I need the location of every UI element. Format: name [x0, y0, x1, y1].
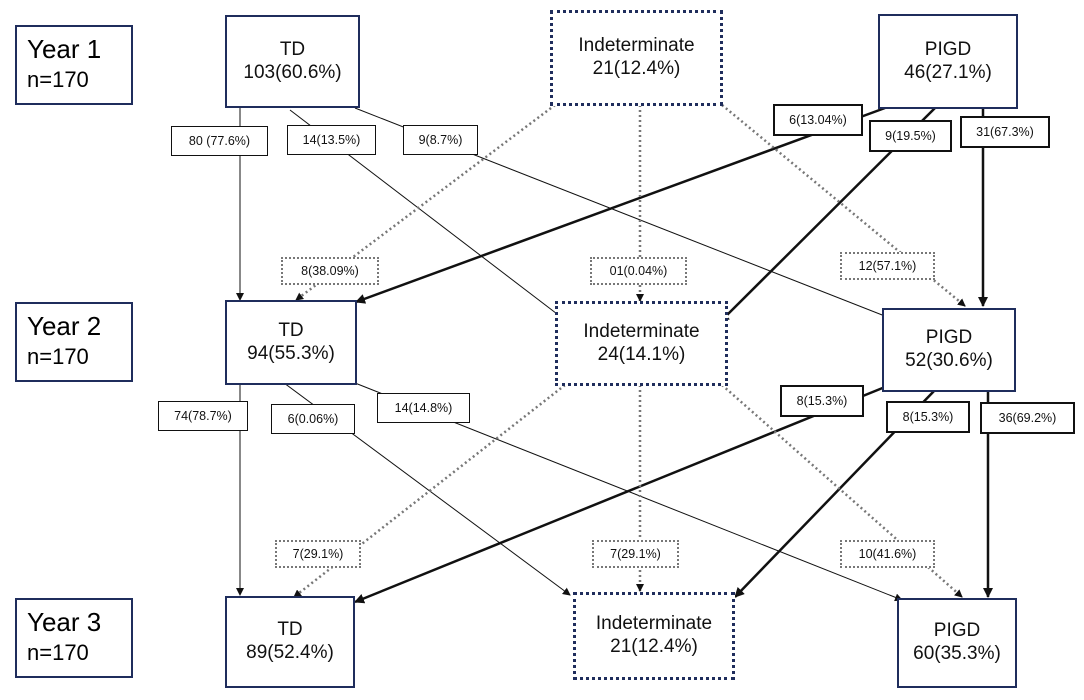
label-y1-ind-to-pigd: 12(57.1%) — [840, 252, 935, 280]
node-year2-td: TD 94(55.3%) — [225, 300, 357, 385]
node-name: TD — [277, 619, 303, 641]
node-name: PIGD — [924, 38, 972, 60]
node-year1-indeterminate: Indeterminate 21(12.4%) — [550, 10, 723, 106]
label-y2-td-to-pigd: 14(14.8%) — [377, 393, 470, 423]
node-value: 24(14.1%) — [597, 343, 686, 365]
label-y2-pigd-to-td: 8(15.3%) — [780, 385, 864, 417]
node-name: PIGD — [925, 327, 973, 349]
arrow-y2-pigd-to-td — [354, 385, 886, 604]
node-year1-td: TD 103(60.6%) — [225, 15, 360, 108]
node-name: TD — [278, 319, 304, 341]
label-y2-pigd-to-ind: 8(15.3%) — [886, 401, 970, 433]
node-name: Indeterminate — [583, 320, 700, 342]
node-year3-indeterminate: Indeterminate 21(12.4%) — [573, 592, 735, 680]
year-2-label: Year 2 n=170 — [15, 302, 133, 382]
node-value: 52(30.6%) — [905, 350, 993, 371]
label-y1-pigd-to-pigd: 31(67.3%) — [960, 116, 1050, 148]
year-3-title: Year 3 — [27, 607, 102, 637]
label-y2-td-to-td: 74(78.7%) — [158, 401, 248, 431]
node-name: PIGD — [933, 620, 981, 642]
year-1-count: n=170 — [27, 66, 89, 92]
node-value: 103(60.6%) — [243, 61, 342, 83]
node-year3-pigd: PIGD 60(35.3%) — [897, 598, 1017, 688]
node-name: Indeterminate — [578, 35, 695, 57]
node-value: 21(12.4%) — [610, 636, 698, 657]
node-name: TD — [279, 38, 306, 60]
year-1-label: Year 1 n=170 — [15, 25, 133, 105]
node-year2-pigd: PIGD 52(30.6%) — [882, 308, 1016, 392]
label-y1-pigd-to-td: 6(13.04%) — [773, 104, 863, 136]
label-y2-td-to-ind: 6(0.06%) — [271, 404, 355, 434]
year-2-title: Year 2 — [27, 311, 102, 341]
label-y1-pigd-to-ind: 9(19.5%) — [869, 120, 952, 152]
node-year1-pigd: PIGD 46(27.1%) — [878, 14, 1018, 109]
label-y1-ind-to-td: 8(38.09%) — [281, 257, 379, 285]
label-y2-ind-to-td: 7(29.1%) — [275, 540, 361, 568]
node-year2-indeterminate: Indeterminate 24(14.1%) — [555, 301, 728, 386]
label-y1-td-to-ind: 14(13.5%) — [287, 125, 376, 155]
label-y2-ind-to-pigd: 10(41.6%) — [840, 540, 935, 568]
label-y2-ind-to-ind: 7(29.1%) — [592, 540, 679, 568]
node-value: 21(12.4%) — [592, 58, 681, 79]
label-y1-td-to-td: 80 (77.6%) — [171, 126, 268, 156]
node-value: 46(27.1%) — [904, 61, 992, 83]
year-3-count: n=170 — [27, 639, 89, 665]
node-value: 89(52.4%) — [246, 642, 334, 663]
node-name: Indeterminate — [595, 613, 713, 635]
year-3-label: Year 3 n=170 — [15, 598, 133, 678]
label-y1-ind-to-ind: 01(0.04%) — [590, 257, 687, 285]
node-value: 60(35.3%) — [913, 643, 1001, 664]
node-year3-td: TD 89(52.4%) — [225, 596, 355, 688]
node-value: 94(55.3%) — [247, 342, 335, 364]
year-1-title: Year 1 — [27, 34, 102, 64]
label-y2-pigd-to-pigd: 36(69.2%) — [980, 402, 1075, 434]
year-2-count: n=170 — [27, 343, 89, 369]
label-y1-td-to-pigd: 9(8.7%) — [403, 125, 478, 155]
arrow-y1-pigd-to-td — [355, 106, 886, 304]
